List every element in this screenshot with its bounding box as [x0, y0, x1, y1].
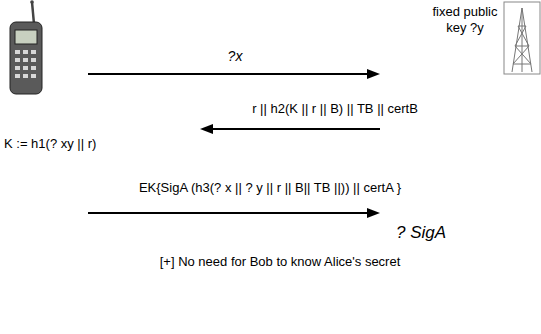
arrow-head	[367, 208, 380, 218]
verify-note: ? SigA	[396, 222, 486, 243]
message-label: r || h2(K || r || B) || TB || certB	[190, 101, 480, 117]
arrow-shaft	[88, 73, 370, 75]
phone-screen	[15, 30, 37, 44]
tower-lattice	[512, 8, 532, 72]
advantage-note: [+] No need for Bob to know Alice's secr…	[90, 254, 470, 270]
key-derivation: K := h1(? xy || r)	[4, 136, 174, 152]
arrow-head	[367, 69, 380, 79]
base-station	[504, 2, 540, 74]
arrow-shaft	[210, 128, 380, 130]
arrow-shaft	[88, 212, 370, 214]
message-label: EK{SigA (h3(? x || ? y || r || B|| TB ||…	[30, 180, 510, 196]
phone-body	[10, 22, 42, 94]
phone-antenna	[32, 2, 34, 24]
station-frame	[504, 2, 540, 74]
message-arrow	[88, 69, 380, 79]
key-note: fixed public key ?y	[428, 4, 502, 37]
mobile-phone	[10, 0, 42, 94]
message-label: ?x	[205, 48, 265, 66]
antenna-tip	[30, 0, 34, 4]
arrow-head	[200, 124, 213, 134]
message-arrow	[88, 208, 380, 218]
message-arrow	[200, 124, 380, 134]
phone-keys	[15, 50, 36, 78]
